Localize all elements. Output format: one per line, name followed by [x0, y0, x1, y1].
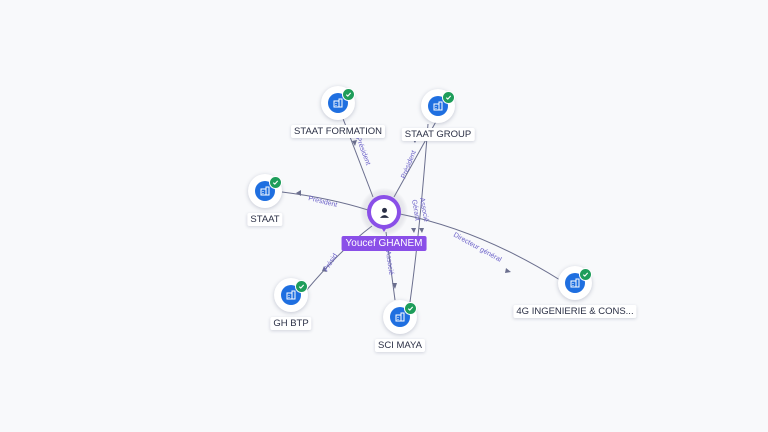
- edge-label-4g: Directeur général: [452, 232, 503, 264]
- company-name: STAAT: [247, 213, 283, 226]
- edge-staat-group-sci-maya: [409, 123, 429, 303]
- edge-label-gerant: Gérant: [410, 199, 421, 221]
- edge-label-sci-maya: Associé: [384, 250, 394, 275]
- verified-check-icon: [295, 280, 308, 293]
- edge-person-staat: [281, 191, 369, 211]
- verified-check-icon: [269, 176, 282, 189]
- company-name: 4G INGENIERIE & CONS...: [513, 305, 637, 318]
- edge-person-4g: [399, 213, 561, 281]
- verified-check-icon: [404, 302, 417, 315]
- arrow-sci-maya: [392, 283, 397, 289]
- verified-check-icon: [442, 91, 455, 104]
- person-name: Youcef GHANEM: [341, 236, 427, 251]
- arrow-gh-btp: [322, 266, 327, 272]
- user-icon: [371, 199, 397, 225]
- verified-check-icon: [579, 268, 592, 281]
- edge-label-staat-group: Président: [400, 150, 418, 180]
- edge-person-gh-btp: [304, 225, 373, 293]
- edge-label-gh-btp: Présid: [323, 252, 340, 273]
- person-pin: [367, 195, 401, 229]
- arrow-staat: [296, 190, 301, 196]
- company-name: SCI MAYA: [375, 339, 425, 352]
- edge-label-staat-formation: Président: [354, 136, 371, 166]
- arrow-4g: [505, 268, 511, 273]
- edge-label-staat: Président: [308, 195, 338, 209]
- arrow-staat-group-sci-maya-a: [411, 228, 416, 233]
- company-name: STAAT GROUP: [401, 128, 475, 141]
- company-name: GH BTP: [270, 317, 312, 330]
- verified-check-icon: [342, 88, 355, 101]
- arrow-staat-group-sci-maya-b: [419, 228, 424, 233]
- arrow-staat-formation: [352, 140, 357, 146]
- edge-label-associe-group: Associé: [418, 197, 429, 222]
- company-name: STAAT FORMATION: [291, 125, 385, 138]
